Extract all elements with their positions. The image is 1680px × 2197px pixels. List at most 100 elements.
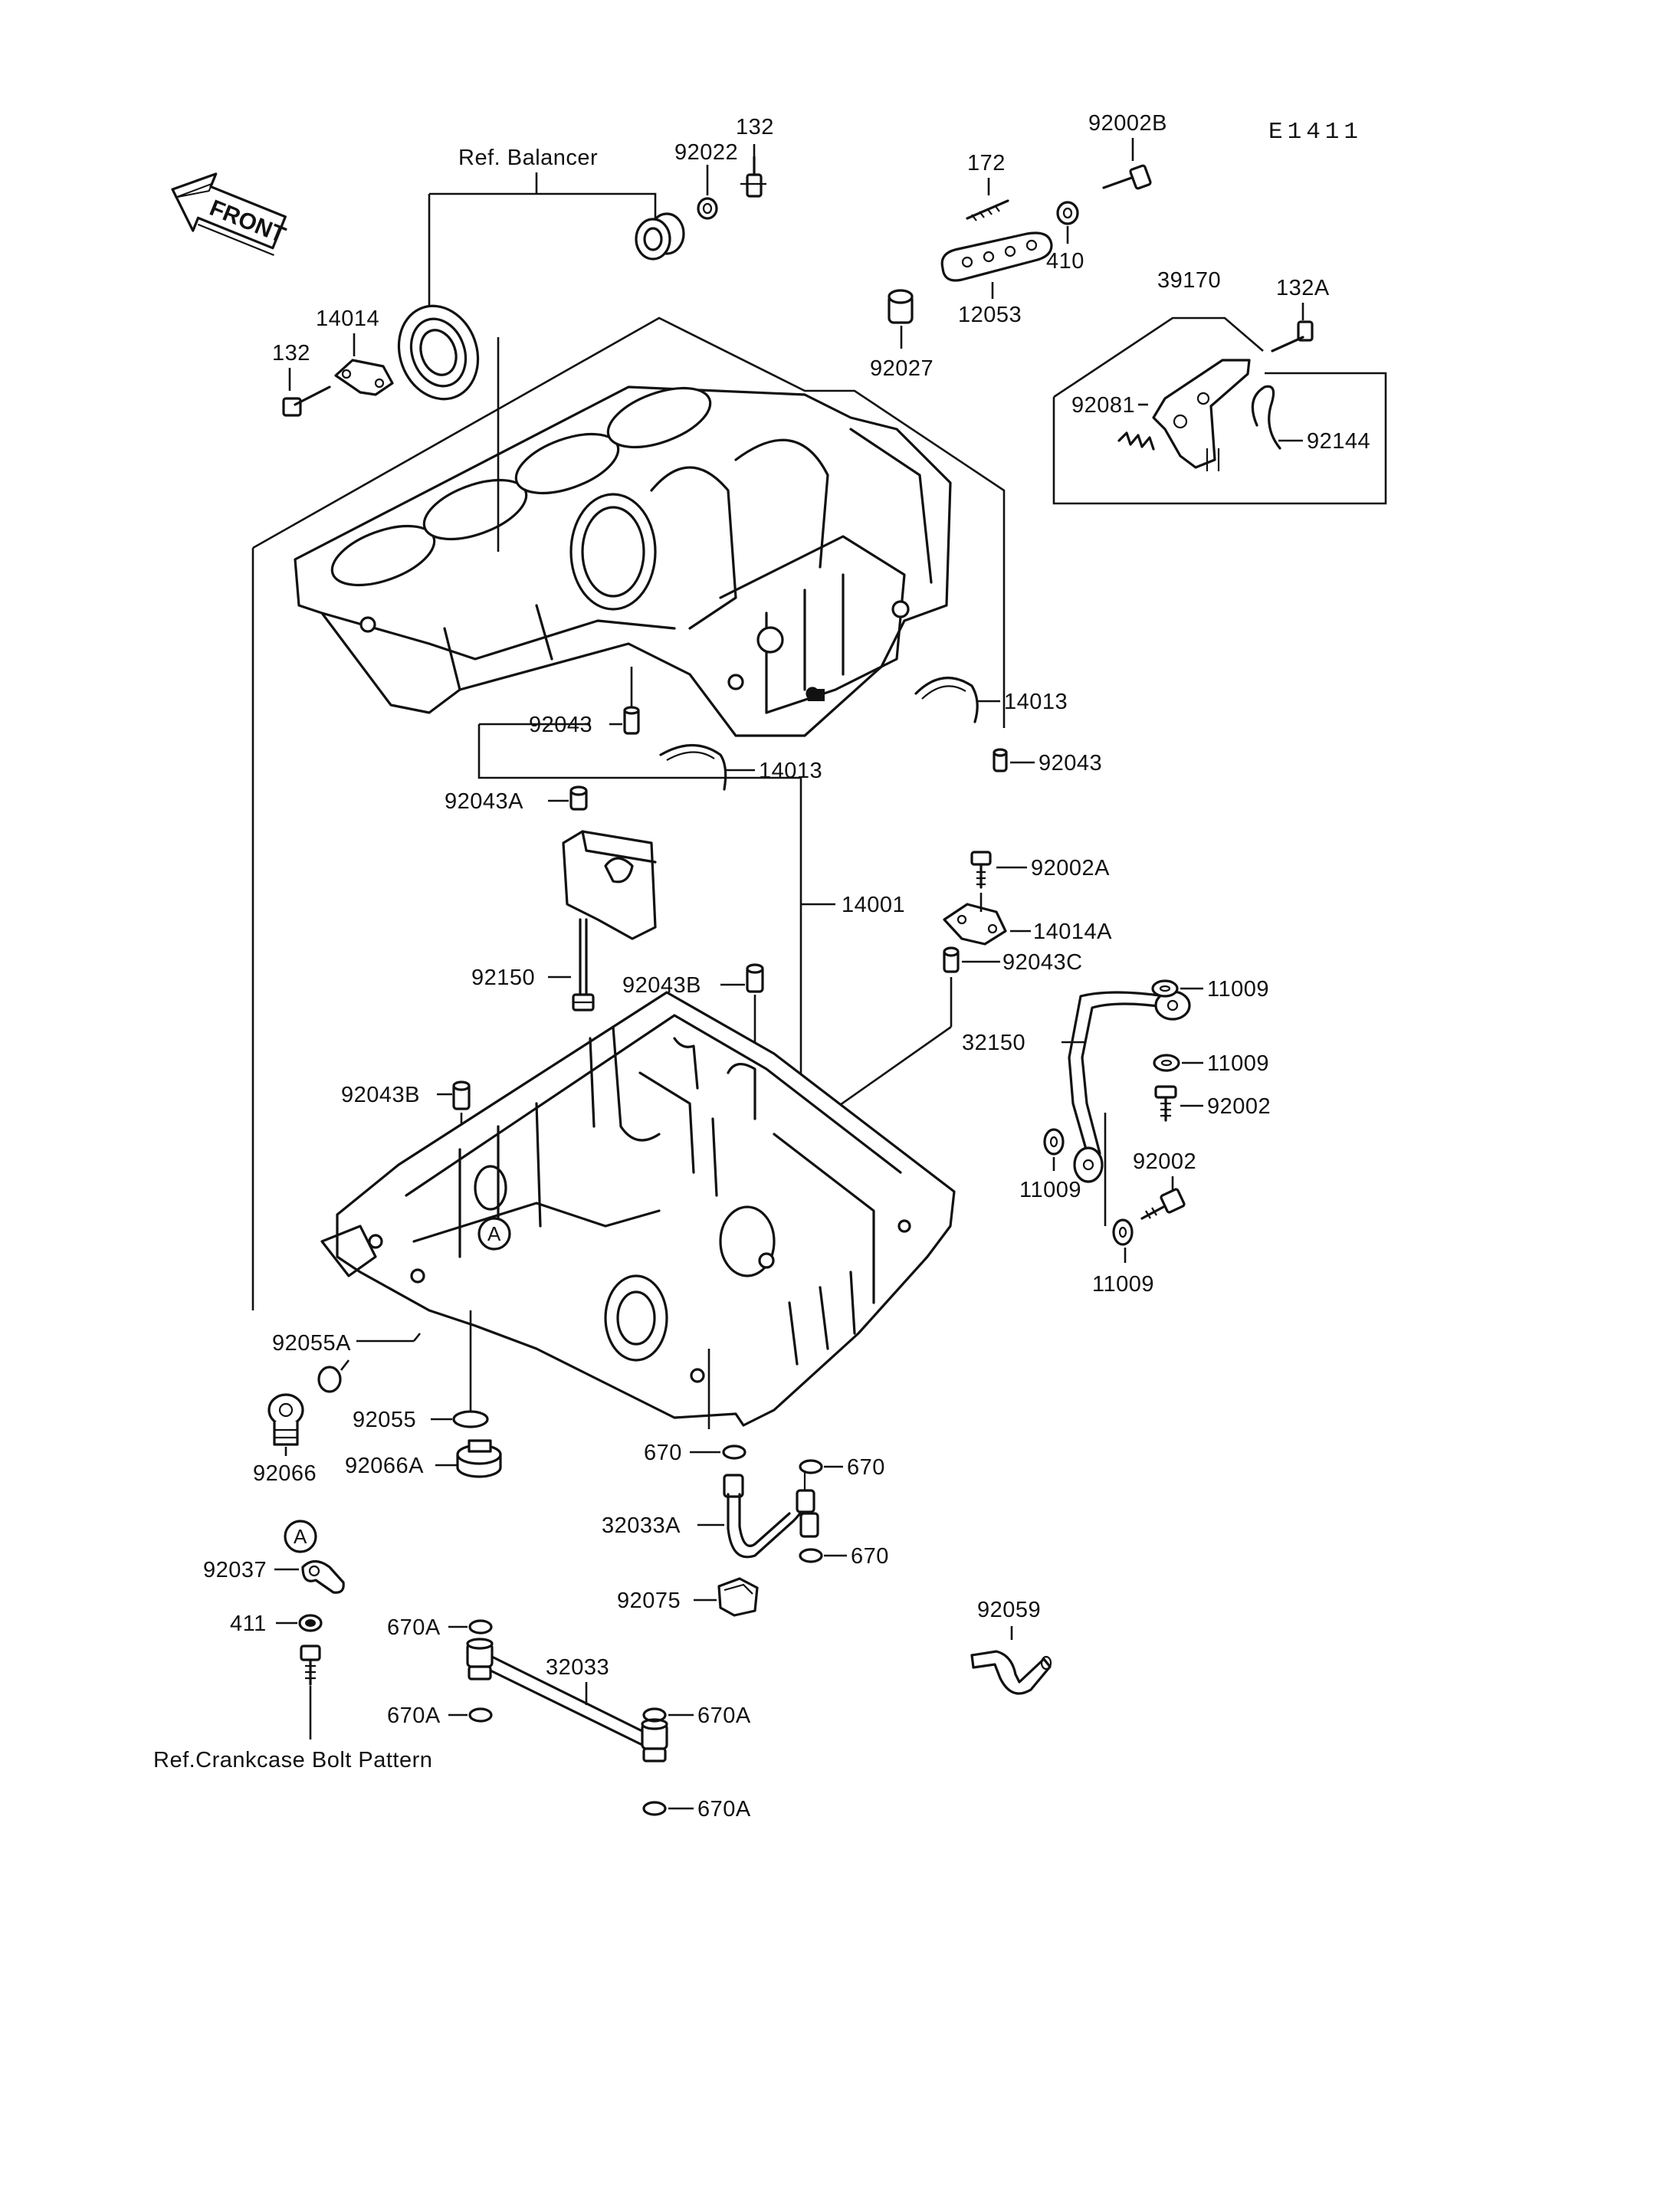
bolt-92002-a [1154,1085,1177,1122]
label-670-c: 670 [851,1544,889,1569]
hose-92059 [970,1650,1052,1695]
label-92055: 92055 [353,1408,416,1432]
label-670A-a: 670A [387,1615,441,1640]
label-14001: 14001 [842,893,905,917]
bearing-insert-14013-right [914,677,979,723]
label-92027: 92027 [870,356,934,381]
marker-a-case-letter: A [487,1222,501,1245]
label-32033: 32033 [546,1655,609,1680]
label-670-a: 670 [644,1441,682,1465]
balancer-bearing [397,304,480,401]
label-14014: 14014 [316,307,379,331]
label-92002A: 92002A [1031,856,1110,880]
ref-bolt-pattern-label: Ref.Crankcase Bolt Pattern [153,1748,432,1772]
label-410: 410 [1046,249,1084,274]
front-arrow: FRONT [171,172,289,256]
label-92075: 92075 [617,1589,681,1613]
label-411: 411 [230,1612,267,1636]
marker-a-case [477,1217,511,1251]
label-92043C: 92043C [1002,950,1083,975]
stud-172 [966,199,1009,221]
bolt-132A [1271,320,1314,353]
bolt-92002-b [1140,1188,1186,1220]
lower-case-frame [477,724,802,904]
upper-case-frame [252,316,1006,728]
label-32033A: 32033A [602,1513,681,1538]
washer-11009-a [1151,979,1179,998]
ref-balancer-bracket [429,192,657,222]
crank-cap-block [562,830,657,940]
washer-11009-b [1153,1054,1180,1072]
dowel-92043B-left [452,1080,471,1110]
cap-14014 [334,359,394,396]
dowel-92043-left [623,706,640,735]
label-12053: 12053 [958,303,1022,327]
bolt-crankcase [300,1644,321,1686]
washer-411 [298,1614,323,1632]
label-670A-c: 670A [697,1703,751,1728]
oring-670A-d [642,1801,667,1816]
oil-pipe-32033A [723,1471,819,1559]
label-14013-right: 14013 [1004,690,1068,714]
stud-92150 [572,918,595,1012]
marker-a-bottom [284,1520,317,1553]
label-92002-b: 92002 [1133,1149,1196,1174]
label-92043B-left: 92043B [341,1083,420,1107]
box-39170 [1052,372,1387,505]
label-11009-c: 11009 [1019,1178,1081,1202]
bolt-92002A [970,851,992,889]
washer-410 [1056,201,1079,225]
label-670A-b: 670A [387,1703,441,1728]
oring-670A-b [468,1707,493,1723]
oil-pipe-32033 [466,1638,668,1763]
upper-crankcase [294,337,952,737]
label-92022: 92022 [674,140,738,165]
dowel-92043A [569,785,588,811]
dowel-92027 [888,289,914,324]
oring-670-a [722,1444,746,1460]
clamp-92075 [717,1577,759,1617]
washer-11009-c [1043,1128,1065,1156]
bolt-92002B [1102,164,1152,190]
oring-670-c [799,1548,823,1563]
oring-92055A [317,1366,342,1393]
label-92066: 92066 [253,1461,317,1486]
washer-92022 [697,197,718,220]
oring-670A-c [642,1707,667,1723]
label-92037: 92037 [203,1558,267,1582]
marker-a-bottom-letter: A [294,1525,307,1548]
label-92059: 92059 [977,1598,1041,1622]
label-670-b: 670 [847,1455,885,1480]
label-92055A: 92055A [272,1331,351,1356]
label-92002B: 92002B [1088,111,1167,136]
label-92150: 92150 [471,966,535,990]
label-132-top: 132 [736,115,774,139]
cap-14014A [943,903,1007,946]
dowel-92043B-top [746,963,764,993]
label-92144: 92144 [1307,429,1370,454]
label-92043B-top: 92043B [622,973,701,998]
spring-92081 [1117,431,1155,451]
plug-92066A [456,1439,502,1478]
label-132A: 132A [1276,276,1330,300]
dowel-92043-right [993,748,1008,772]
bolt-132-top [740,156,766,198]
label-11009-a: 11009 [1207,977,1269,1002]
clamp-92037 [301,1559,345,1594]
label-14014A: 14014A [1033,920,1112,944]
oring-670A-a [468,1619,493,1635]
dowel-92043C [943,946,960,973]
label-172: 172 [967,151,1006,175]
label-14013-lower: 14013 [759,759,822,783]
label-92043-right: 92043 [1039,751,1102,776]
oring-92055 [452,1410,489,1428]
ref-balancer-label: Ref. Balancer [458,146,598,170]
label-39170: 39170 [1157,268,1221,293]
label-92043A: 92043A [445,789,523,814]
label-92002-a: 92002 [1207,1094,1271,1119]
oring-670-b [799,1459,823,1474]
oil-pressure-bracket [1152,359,1251,471]
label-132-left: 132 [272,341,310,366]
washer-11009-d [1112,1218,1134,1246]
